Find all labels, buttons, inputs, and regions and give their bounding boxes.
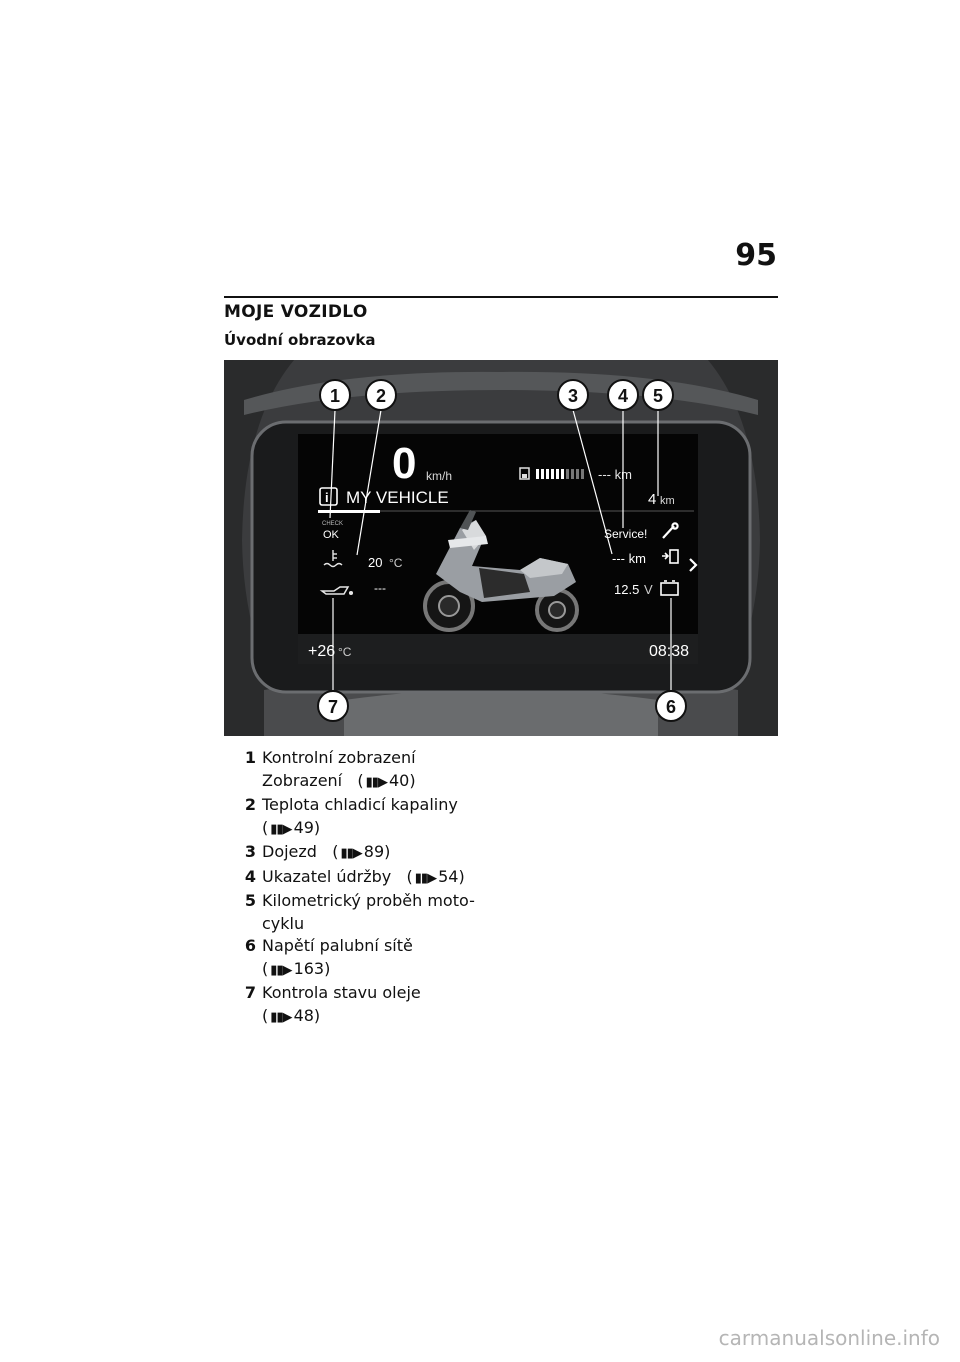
chevron-right-icon bbox=[689, 558, 698, 572]
legend-text: Teplota chladicí kapaliny bbox=[262, 795, 458, 814]
callout-2: 2 bbox=[365, 379, 397, 411]
chapter-title: MOJE VOZIDLO bbox=[224, 296, 778, 322]
fuel-icon bbox=[519, 467, 530, 480]
legend-number: 6 bbox=[244, 936, 256, 955]
dashboard-figure: 0 km/h --- km i MY VEHICLE 4 k bbox=[224, 360, 778, 736]
outside-temp-unit: °C bbox=[338, 645, 352, 659]
page-reference: (▮▮▶48) bbox=[262, 1005, 321, 1025]
legend-item: 1 Kontrolní zobrazení Zobrazení (▮▮▶40) bbox=[224, 747, 524, 794]
legend-number: 3 bbox=[244, 842, 256, 861]
voltage-unit: V bbox=[644, 582, 653, 597]
page-reference: (▮▮▶49) bbox=[262, 817, 321, 837]
fuel-pump-icon bbox=[662, 549, 679, 564]
legend-text: cyklu bbox=[262, 913, 305, 933]
oil-value: --- bbox=[374, 581, 386, 595]
arrow-reference-icon: ▮▮▶ bbox=[270, 962, 292, 978]
legend-text: Zobrazení bbox=[262, 770, 343, 790]
check-status: OK bbox=[323, 529, 340, 541]
fuel-gauge-bar bbox=[536, 469, 584, 479]
menu-title: MY VEHICLE bbox=[346, 488, 449, 507]
legend-item: 6 Napětí palubní sítě (▮▮▶163) bbox=[224, 935, 524, 982]
legend-text: Kontrola stavu oleje bbox=[262, 983, 421, 1002]
legend-text: Dojezd bbox=[262, 842, 317, 861]
service-text: Service! bbox=[604, 527, 647, 541]
callout-3: 3 bbox=[557, 379, 589, 411]
battery-icon bbox=[660, 580, 679, 596]
legend-text: Kontrolní zobrazení bbox=[262, 748, 416, 767]
legend-text: Ukazatel údržby bbox=[262, 866, 392, 886]
coolant-temp-icon bbox=[323, 550, 343, 568]
page-reference: (▮▮▶54) bbox=[396, 866, 465, 886]
coolant-unit: °C bbox=[389, 556, 403, 570]
svg-text:i: i bbox=[325, 490, 329, 505]
svg-text:4: 4 bbox=[618, 386, 628, 406]
callout-7: 7 bbox=[317, 690, 349, 722]
clock: 08:38 bbox=[649, 643, 689, 660]
legend-number: 7 bbox=[244, 983, 256, 1002]
speed-value: 0 bbox=[392, 439, 416, 488]
callout-5: 5 bbox=[642, 379, 674, 411]
legend-item: 3 Dojezd (▮▮▶89) bbox=[224, 841, 524, 866]
page-reference: (▮▮▶89) bbox=[322, 842, 391, 861]
arrow-reference-icon: ▮▮▶ bbox=[270, 1009, 292, 1025]
outside-temp: +26 bbox=[308, 643, 335, 660]
callout-4: 4 bbox=[607, 379, 639, 411]
arrow-reference-icon: ▮▮▶ bbox=[270, 821, 292, 837]
svg-text:5: 5 bbox=[653, 386, 663, 406]
speed-unit: km/h bbox=[426, 469, 452, 483]
legend-number: 4 bbox=[244, 866, 256, 886]
wrench-icon bbox=[662, 522, 679, 539]
legend-number: 5 bbox=[244, 891, 256, 910]
trip-unit: km bbox=[660, 495, 675, 507]
legend-text: Napětí palubní sítě bbox=[262, 936, 413, 955]
legend-item: 7 Kontrola stavu oleje (▮▮▶48) bbox=[224, 982, 524, 1029]
oil-can-icon bbox=[319, 586, 354, 596]
legend-item: 4 Ukazatel údržby (▮▮▶54) bbox=[224, 866, 524, 891]
callout-1: 1 bbox=[319, 379, 351, 411]
motorcycle-image bbox=[423, 510, 579, 632]
page-number: 95 bbox=[735, 238, 777, 273]
svg-text:2: 2 bbox=[376, 386, 386, 406]
svg-text:6: 6 bbox=[666, 697, 676, 717]
arrow-reference-icon: ▮▮▶ bbox=[340, 846, 362, 861]
section-title: Úvodní obrazovka bbox=[224, 331, 376, 349]
range-value: --- km bbox=[612, 551, 646, 566]
coolant-value: 20 bbox=[368, 555, 382, 570]
page-reference: (▮▮▶40) bbox=[347, 770, 416, 790]
callout-6: 6 bbox=[655, 690, 687, 722]
legend-number: 1 bbox=[244, 748, 256, 767]
svg-text:3: 3 bbox=[568, 386, 578, 406]
voltage-value: 12.5 bbox=[614, 582, 639, 597]
trip-value: 4 bbox=[648, 491, 656, 508]
info-icon: i bbox=[319, 487, 338, 506]
legend-list: 1 Kontrolní zobrazení Zobrazení (▮▮▶40) … bbox=[224, 747, 524, 1029]
legend-item: 2 Teplota chladicí kapaliny (▮▮▶49) bbox=[224, 794, 524, 841]
page-reference: (▮▮▶163) bbox=[262, 958, 331, 978]
svg-text:7: 7 bbox=[328, 697, 338, 717]
watermark-link[interactable]: carmanualsonline.info bbox=[718, 1326, 940, 1350]
arrow-reference-icon: ▮▮▶ bbox=[365, 774, 388, 790]
check-label: CHECK bbox=[322, 521, 343, 527]
legend-item: 5 Kilometrický proběh moto- cyklu bbox=[224, 890, 524, 935]
arrow-reference-icon: ▮▮▶ bbox=[414, 870, 437, 886]
range-top: --- km bbox=[598, 467, 632, 482]
legend-text: Kilometrický proběh moto- bbox=[262, 891, 475, 910]
svg-text:1: 1 bbox=[330, 386, 340, 406]
legend-number: 2 bbox=[244, 795, 256, 814]
